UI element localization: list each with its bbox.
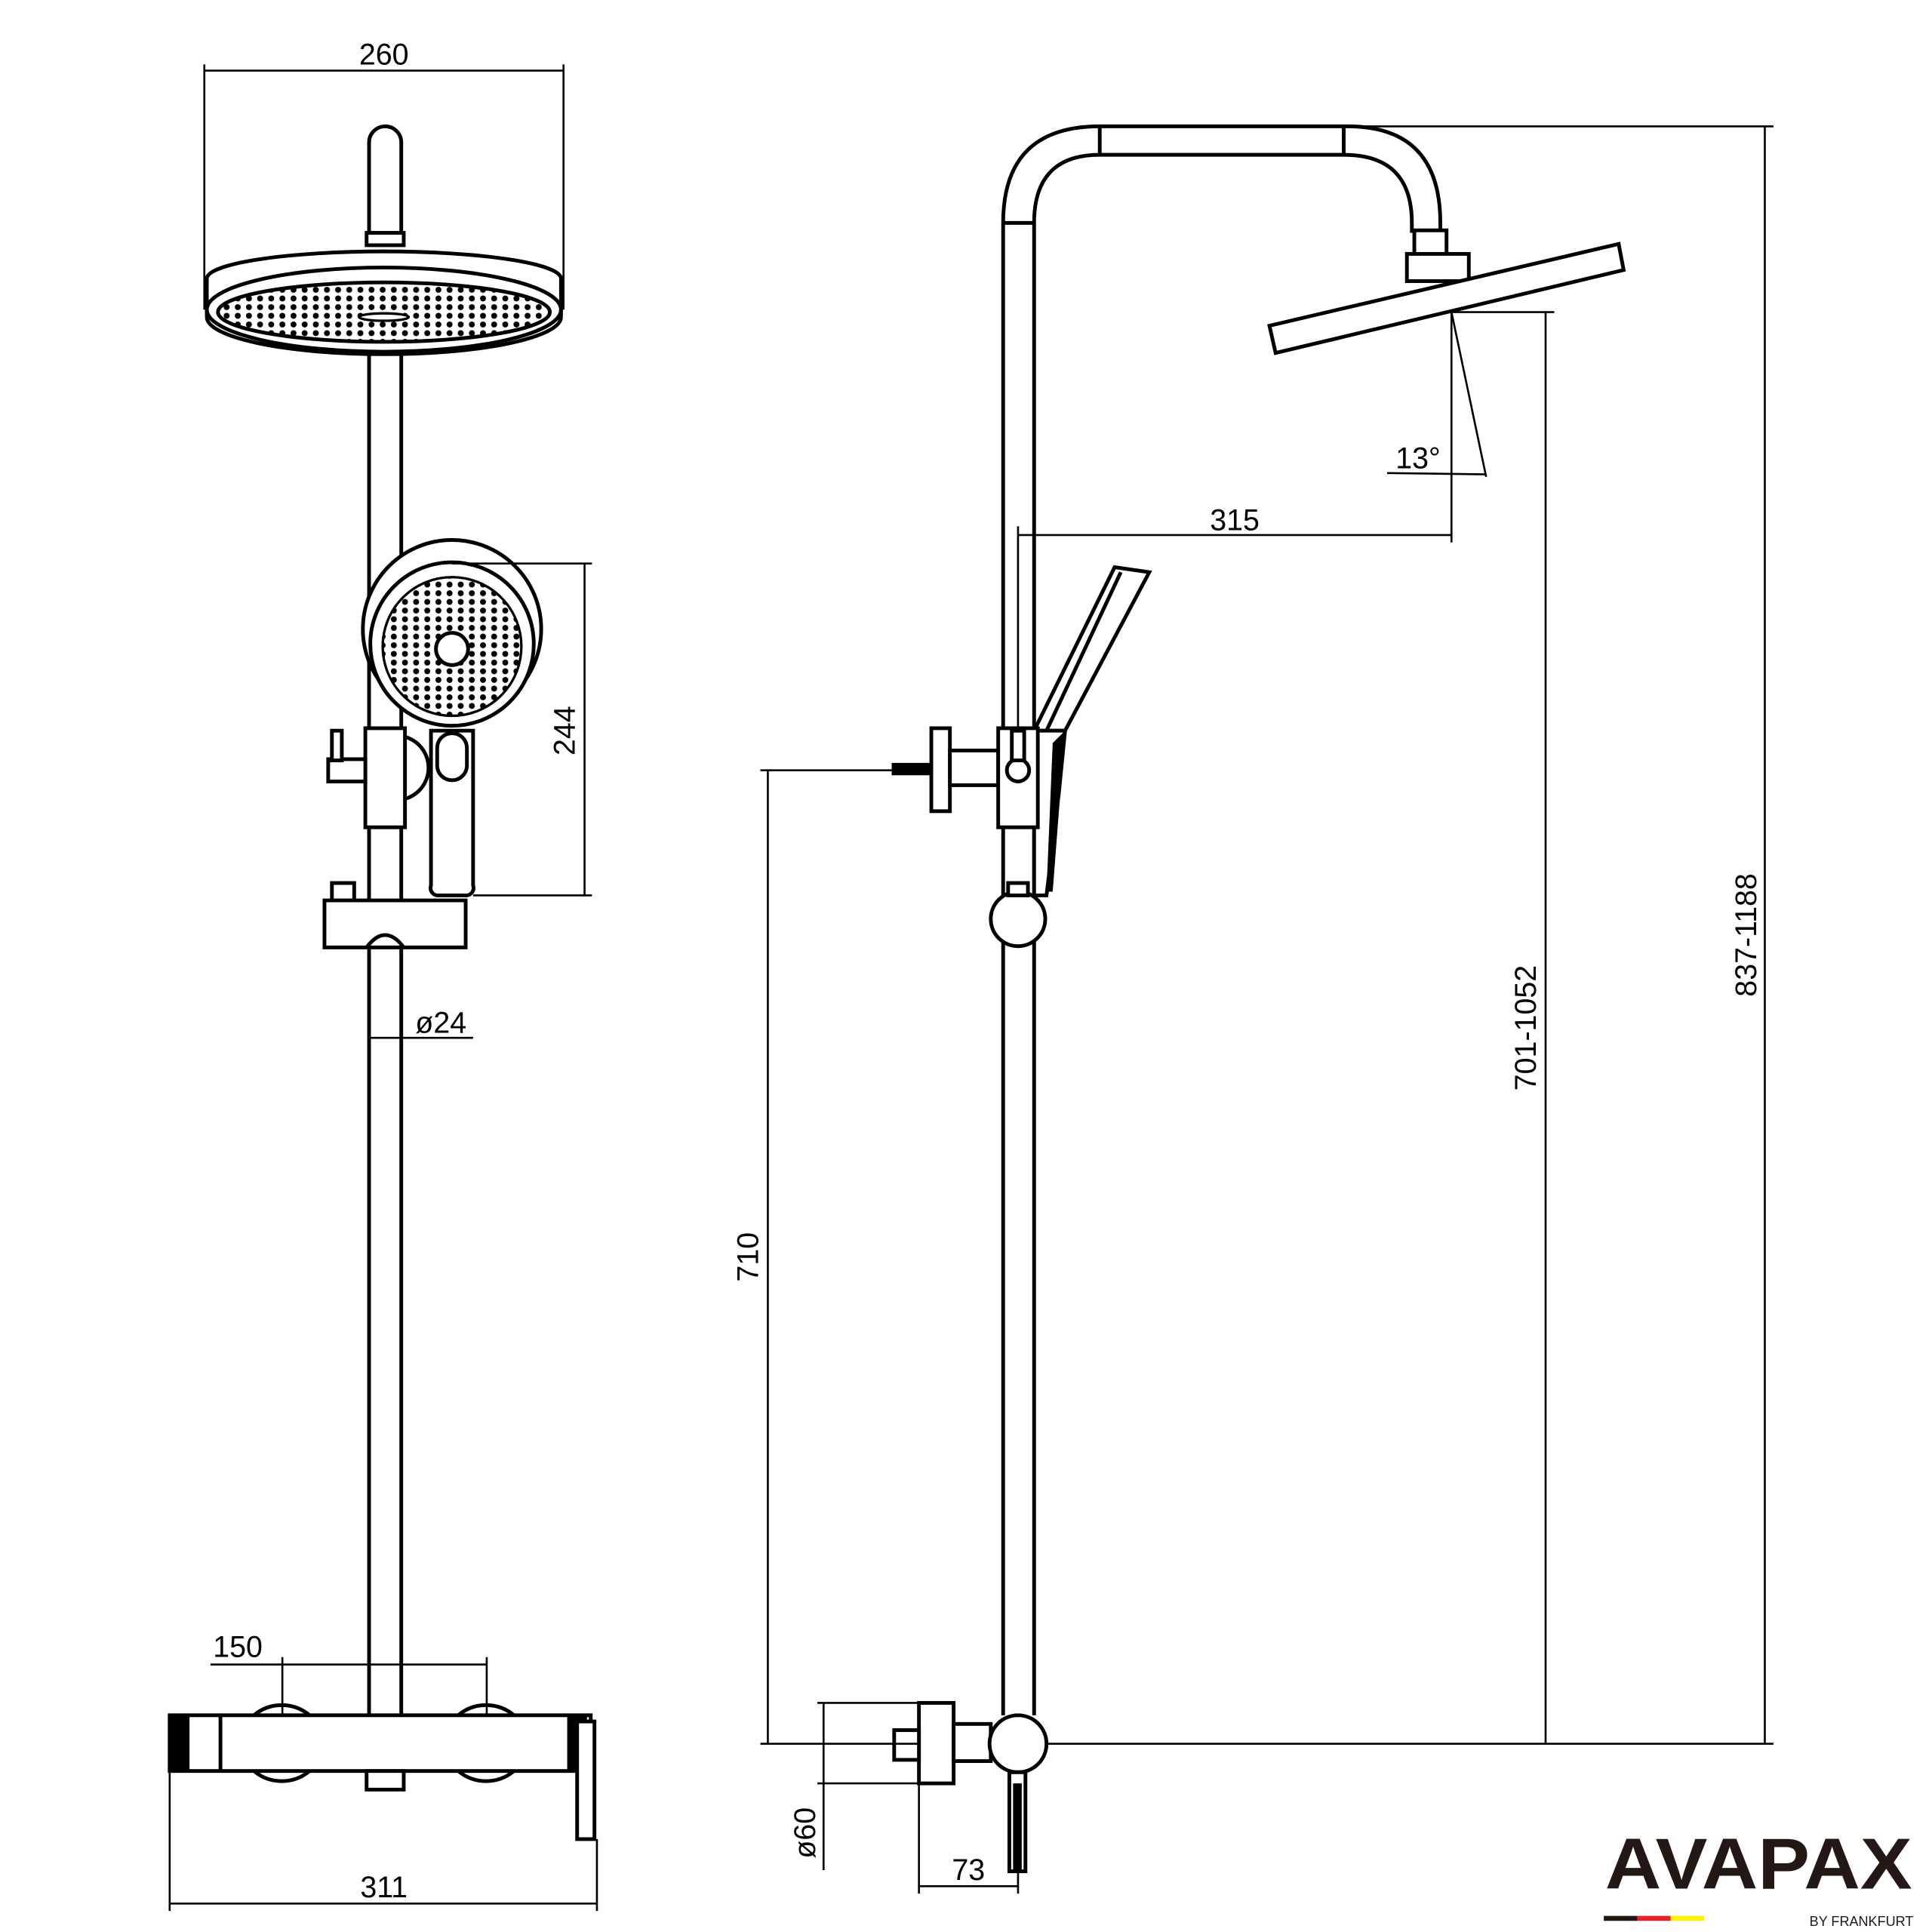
dim-label-o60: ø60 xyxy=(789,1807,822,1859)
dim-label-837-1188: 837-1188 xyxy=(1730,873,1763,996)
hand-shower-bracket xyxy=(326,726,431,829)
dim-mixer-width: 311 xyxy=(168,1770,598,1912)
dim-arm-reach: 315 13° xyxy=(1017,312,1487,731)
dim-label-315: 315 xyxy=(1210,503,1260,537)
dim-label-150: 150 xyxy=(213,1631,263,1664)
dim-label-244: 244 xyxy=(548,706,581,755)
dim-mixer-to-head: 701-1052 xyxy=(1451,311,1555,1744)
dim-label-o24: ø24 xyxy=(415,1007,466,1040)
riser-pipe xyxy=(1001,124,1442,1715)
top-pipe xyxy=(367,124,404,235)
thermostatic-mixer-front xyxy=(168,1703,597,1841)
dim-label-73: 73 xyxy=(952,1854,985,1887)
mixer-side xyxy=(892,1700,1049,1874)
logo-brand: AVAPAX xyxy=(1605,1825,1912,1905)
hand-shower-side xyxy=(1031,565,1152,897)
dim-mixer-to-bracket: 710 xyxy=(731,769,919,1745)
dim-label-13deg: 13° xyxy=(1395,441,1441,475)
dim-rail-diameter: ø24 xyxy=(369,1007,473,1040)
dim-hand-shower-height: 244 xyxy=(451,562,592,897)
dim-total-height: 837-1188 xyxy=(1046,125,1774,1745)
dim-label-311: 311 xyxy=(360,1871,408,1904)
head-connector xyxy=(365,231,406,248)
dim-connector-spacing: 150 xyxy=(210,1631,488,1715)
logo-tagline: BY FRANKFURT xyxy=(1810,1914,1914,1929)
rain-shower-head xyxy=(205,249,563,356)
bracket-side xyxy=(891,726,1048,949)
dim-label-701-1052: 701-1052 xyxy=(1509,965,1543,1091)
avapax-logo: AVAPAX BY FRANKFURT xyxy=(1604,1825,1913,1929)
dim-label-260: 260 xyxy=(359,38,409,71)
dim-connector-diameter: ø60 xyxy=(789,1702,919,1870)
rail-slider xyxy=(322,881,468,949)
dim-label-710: 710 xyxy=(731,1232,764,1282)
dim-wall-offset: 73 xyxy=(918,1783,1020,1894)
rain-head-side xyxy=(1267,242,1626,355)
dim-rain-head-width: 260 xyxy=(203,38,565,310)
side-view: 837-1188 701-1052 315 13° 710 ø60 xyxy=(731,124,1774,1894)
front-view: 260 xyxy=(168,38,598,1912)
hand-shower xyxy=(361,538,543,897)
